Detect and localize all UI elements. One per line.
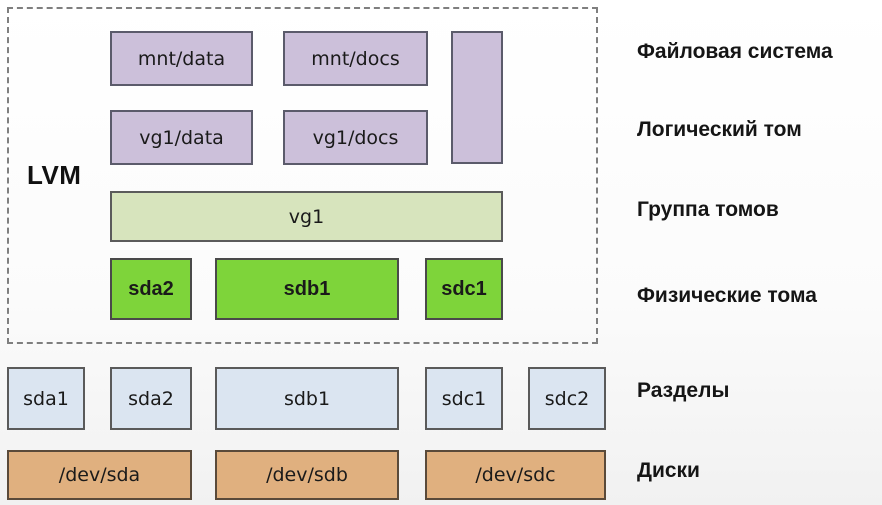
partition-sdc1: sdc1 [425,367,503,430]
lvm-boundary [7,7,598,344]
physical-volume-sda2: sda2 [110,258,192,320]
partition-sdb1: sdb1 [215,367,399,430]
layer-label-filesystem: Файловая система [637,40,833,63]
filesystem-mnt-docs: mnt/docs [283,31,428,86]
layer-label-partitions: Разделы [637,379,730,402]
layer-label-disks: Диски [637,459,700,482]
partition-sdc2: sdc2 [528,367,606,430]
filesystem-mnt-data: mnt/data [110,31,253,86]
layer-label-physical-volumes: Физические тома [637,284,817,307]
disk-dev-sda: /dev/sda [7,450,192,500]
layer-label-logical-volume: Логический том [637,118,802,141]
physical-volume-sdc1: sdc1 [425,258,503,320]
unallocated-space-block [451,31,503,164]
layer-label-volume-group: Группа томов [637,198,779,221]
volume-group-vg1: vg1 [110,191,503,242]
logical-volume-vg1-docs: vg1/docs [283,110,428,165]
partition-sda1: sda1 [7,367,85,430]
partition-sda2: sda2 [110,367,192,430]
logical-volume-vg1-data: vg1/data [110,110,253,165]
physical-volume-sdb1: sdb1 [215,258,399,320]
disk-dev-sdc: /dev/sdc [425,450,606,500]
lvm-label: LVM [27,160,82,190]
disk-dev-sdb: /dev/sdb [215,450,399,500]
